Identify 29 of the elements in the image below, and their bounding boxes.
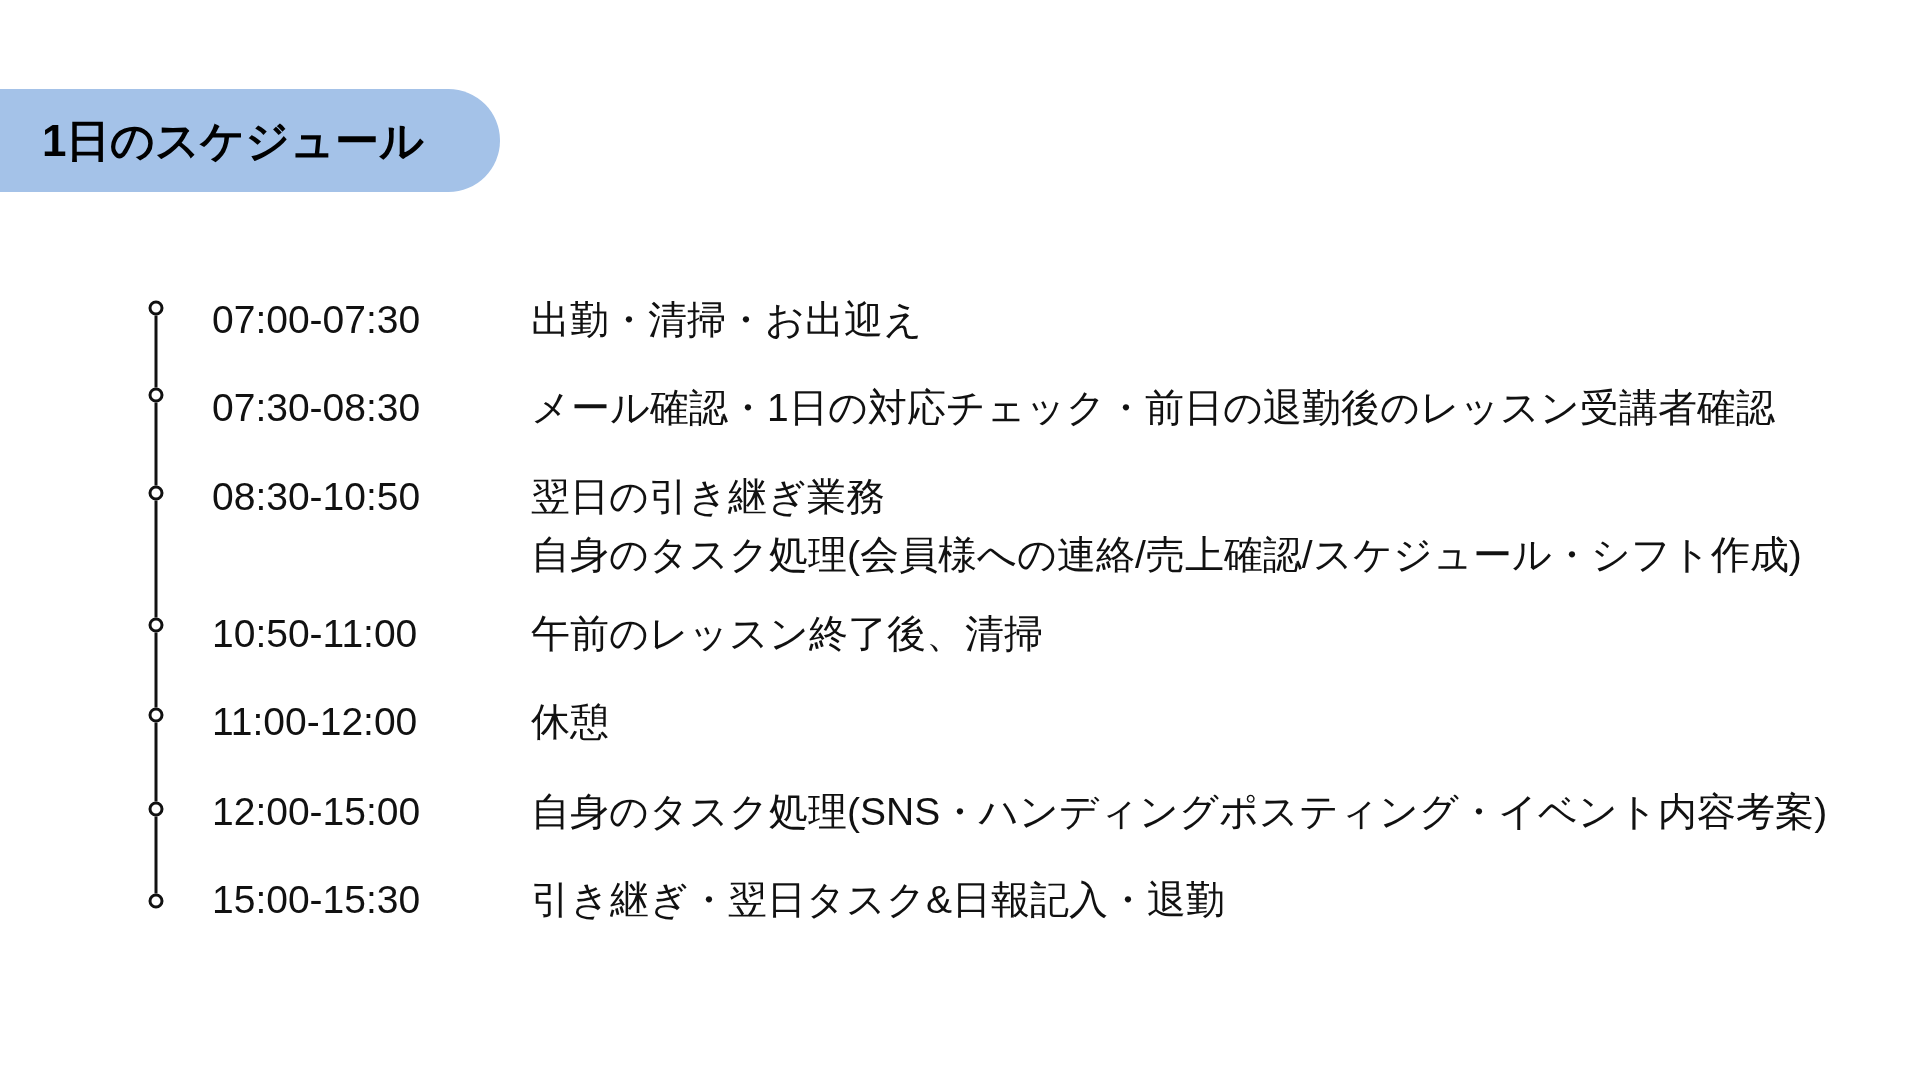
activity-text: 引き継ぎ・翌日タスク&日報記入・退勤 <box>531 877 1225 923</box>
activity-text: 午前のレッスン終了後、清掃 <box>531 611 1043 657</box>
timeline-dot <box>148 707 164 723</box>
timeline-line <box>154 402 158 486</box>
time-label: 11:00-12:00 <box>212 699 418 745</box>
title-banner: 1日のスケジュール <box>0 89 500 192</box>
timeline-line <box>154 722 158 802</box>
timeline-dot <box>148 387 164 403</box>
timeline-line <box>154 315 158 388</box>
timeline-line <box>154 632 158 708</box>
activity-text: メール確認・1日の対応チェック・前日の退勤後のレッスン受講者確認 <box>531 385 1775 431</box>
timeline-line <box>154 816 158 894</box>
time-label: 12:00-15:00 <box>212 789 421 835</box>
timeline-dot <box>148 617 164 633</box>
time-label: 07:30-08:30 <box>212 385 421 431</box>
time-label: 08:30-10:50 <box>212 474 421 520</box>
time-label: 15:00-15:30 <box>212 877 421 923</box>
timeline-dot <box>148 893 164 909</box>
timeline-dot <box>148 801 164 817</box>
timeline-dot <box>148 485 164 501</box>
activity-text: 自身のタスク処理(SNS・ハンディングポスティング・イベント内容考案) <box>531 789 1828 835</box>
timeline-line <box>154 500 158 618</box>
activity-text: 自身のタスク処理(会員様への連絡/売上確認/スケジュール・シフト作成) <box>531 532 1802 578</box>
activity-text: 翌日の引き継ぎ業務 <box>531 474 885 520</box>
activity-text: 出勤・清掃・お出迎え <box>531 297 923 343</box>
time-label: 07:00-07:30 <box>212 297 421 343</box>
time-label: 10:50-11:00 <box>212 611 418 657</box>
timeline-dot <box>148 300 164 316</box>
activity-text: 休憩 <box>531 699 609 745</box>
